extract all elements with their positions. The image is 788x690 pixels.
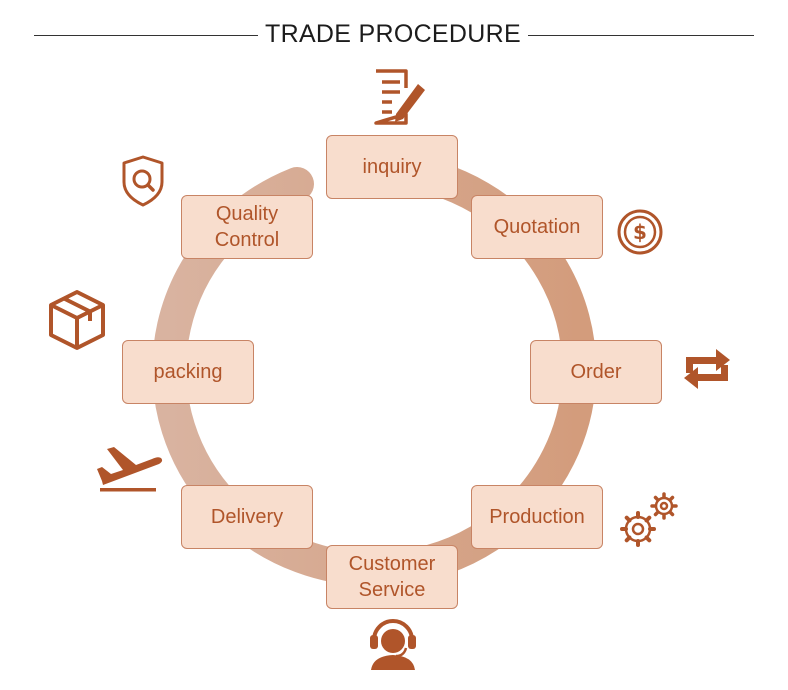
step-production: Production xyxy=(471,485,603,549)
step-delivery: Delivery xyxy=(181,485,313,549)
step-customer-service: Customer Service xyxy=(326,545,458,609)
gears-icon xyxy=(620,492,678,547)
header: TRADE PROCEDURE xyxy=(0,0,788,72)
refresh-arrows-icon xyxy=(684,349,730,389)
document-pen-icon xyxy=(374,69,425,125)
step-quotation: Quotation xyxy=(471,195,603,259)
step-inquiry: inquiry xyxy=(326,135,458,199)
title-divider-left xyxy=(34,35,258,36)
page-title: TRADE PROCEDURE xyxy=(265,20,521,48)
headset-person-icon xyxy=(370,619,416,670)
box-icon xyxy=(49,290,105,350)
shield-search-icon xyxy=(122,155,164,207)
step-quality-control: Quality Control xyxy=(181,195,313,259)
svg-text:$: $ xyxy=(633,220,647,244)
title-divider-right xyxy=(528,35,754,36)
dollar-coin-icon: $ xyxy=(617,209,663,255)
step-packing: packing xyxy=(122,340,254,404)
airplane-icon xyxy=(97,447,163,492)
step-order: Order xyxy=(530,340,662,404)
